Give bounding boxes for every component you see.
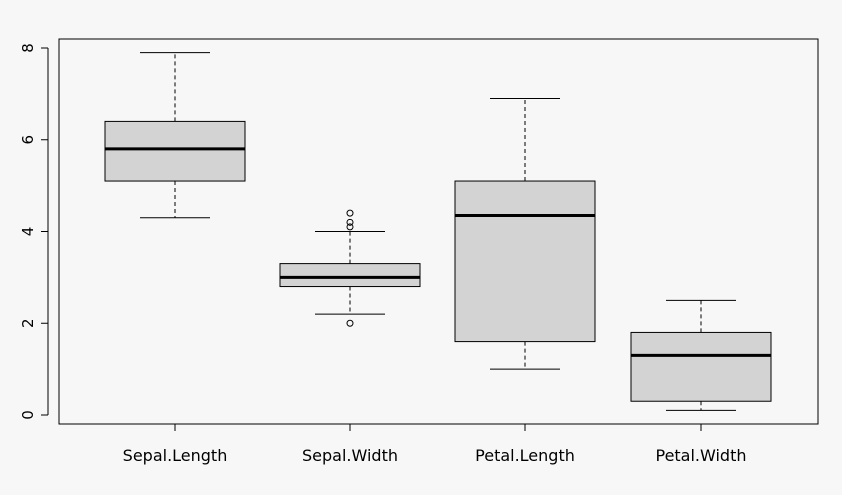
iqr-box <box>104 120 246 182</box>
box-petal-length <box>454 97 596 370</box>
y-tick-label: 8 <box>19 43 37 53</box>
x-category-label: Sepal.Width <box>302 446 398 465</box>
outlier-point <box>346 218 354 226</box>
x-category-label: Petal.Width <box>655 446 746 465</box>
y-tick-label: 4 <box>19 227 37 237</box>
outlier-point <box>346 223 354 231</box>
iqr-box <box>279 263 421 288</box>
box-sepal-width <box>279 209 421 327</box>
iqr-box <box>454 180 596 343</box>
outlier-point <box>346 319 354 327</box>
box-petal-width <box>630 299 772 411</box>
y-axis: 0 2 4 6 8 <box>19 43 48 420</box>
y-tick-label: 6 <box>19 135 37 145</box>
x-category-label: Sepal.Length <box>123 446 228 465</box>
outlier-point <box>346 209 354 217</box>
x-category-label: Petal.Length <box>475 446 575 465</box>
plot-frame <box>58 38 819 425</box>
y-tick-label: 2 <box>19 318 37 328</box>
iqr-box <box>630 331 772 402</box>
x-axis-labels: Sepal.Length Sepal.Width Petal.Length Petal… <box>123 424 747 465</box>
y-tick-label: 0 <box>19 410 37 420</box>
boxes-group <box>104 52 772 411</box>
box-sepal-length <box>104 52 246 219</box>
